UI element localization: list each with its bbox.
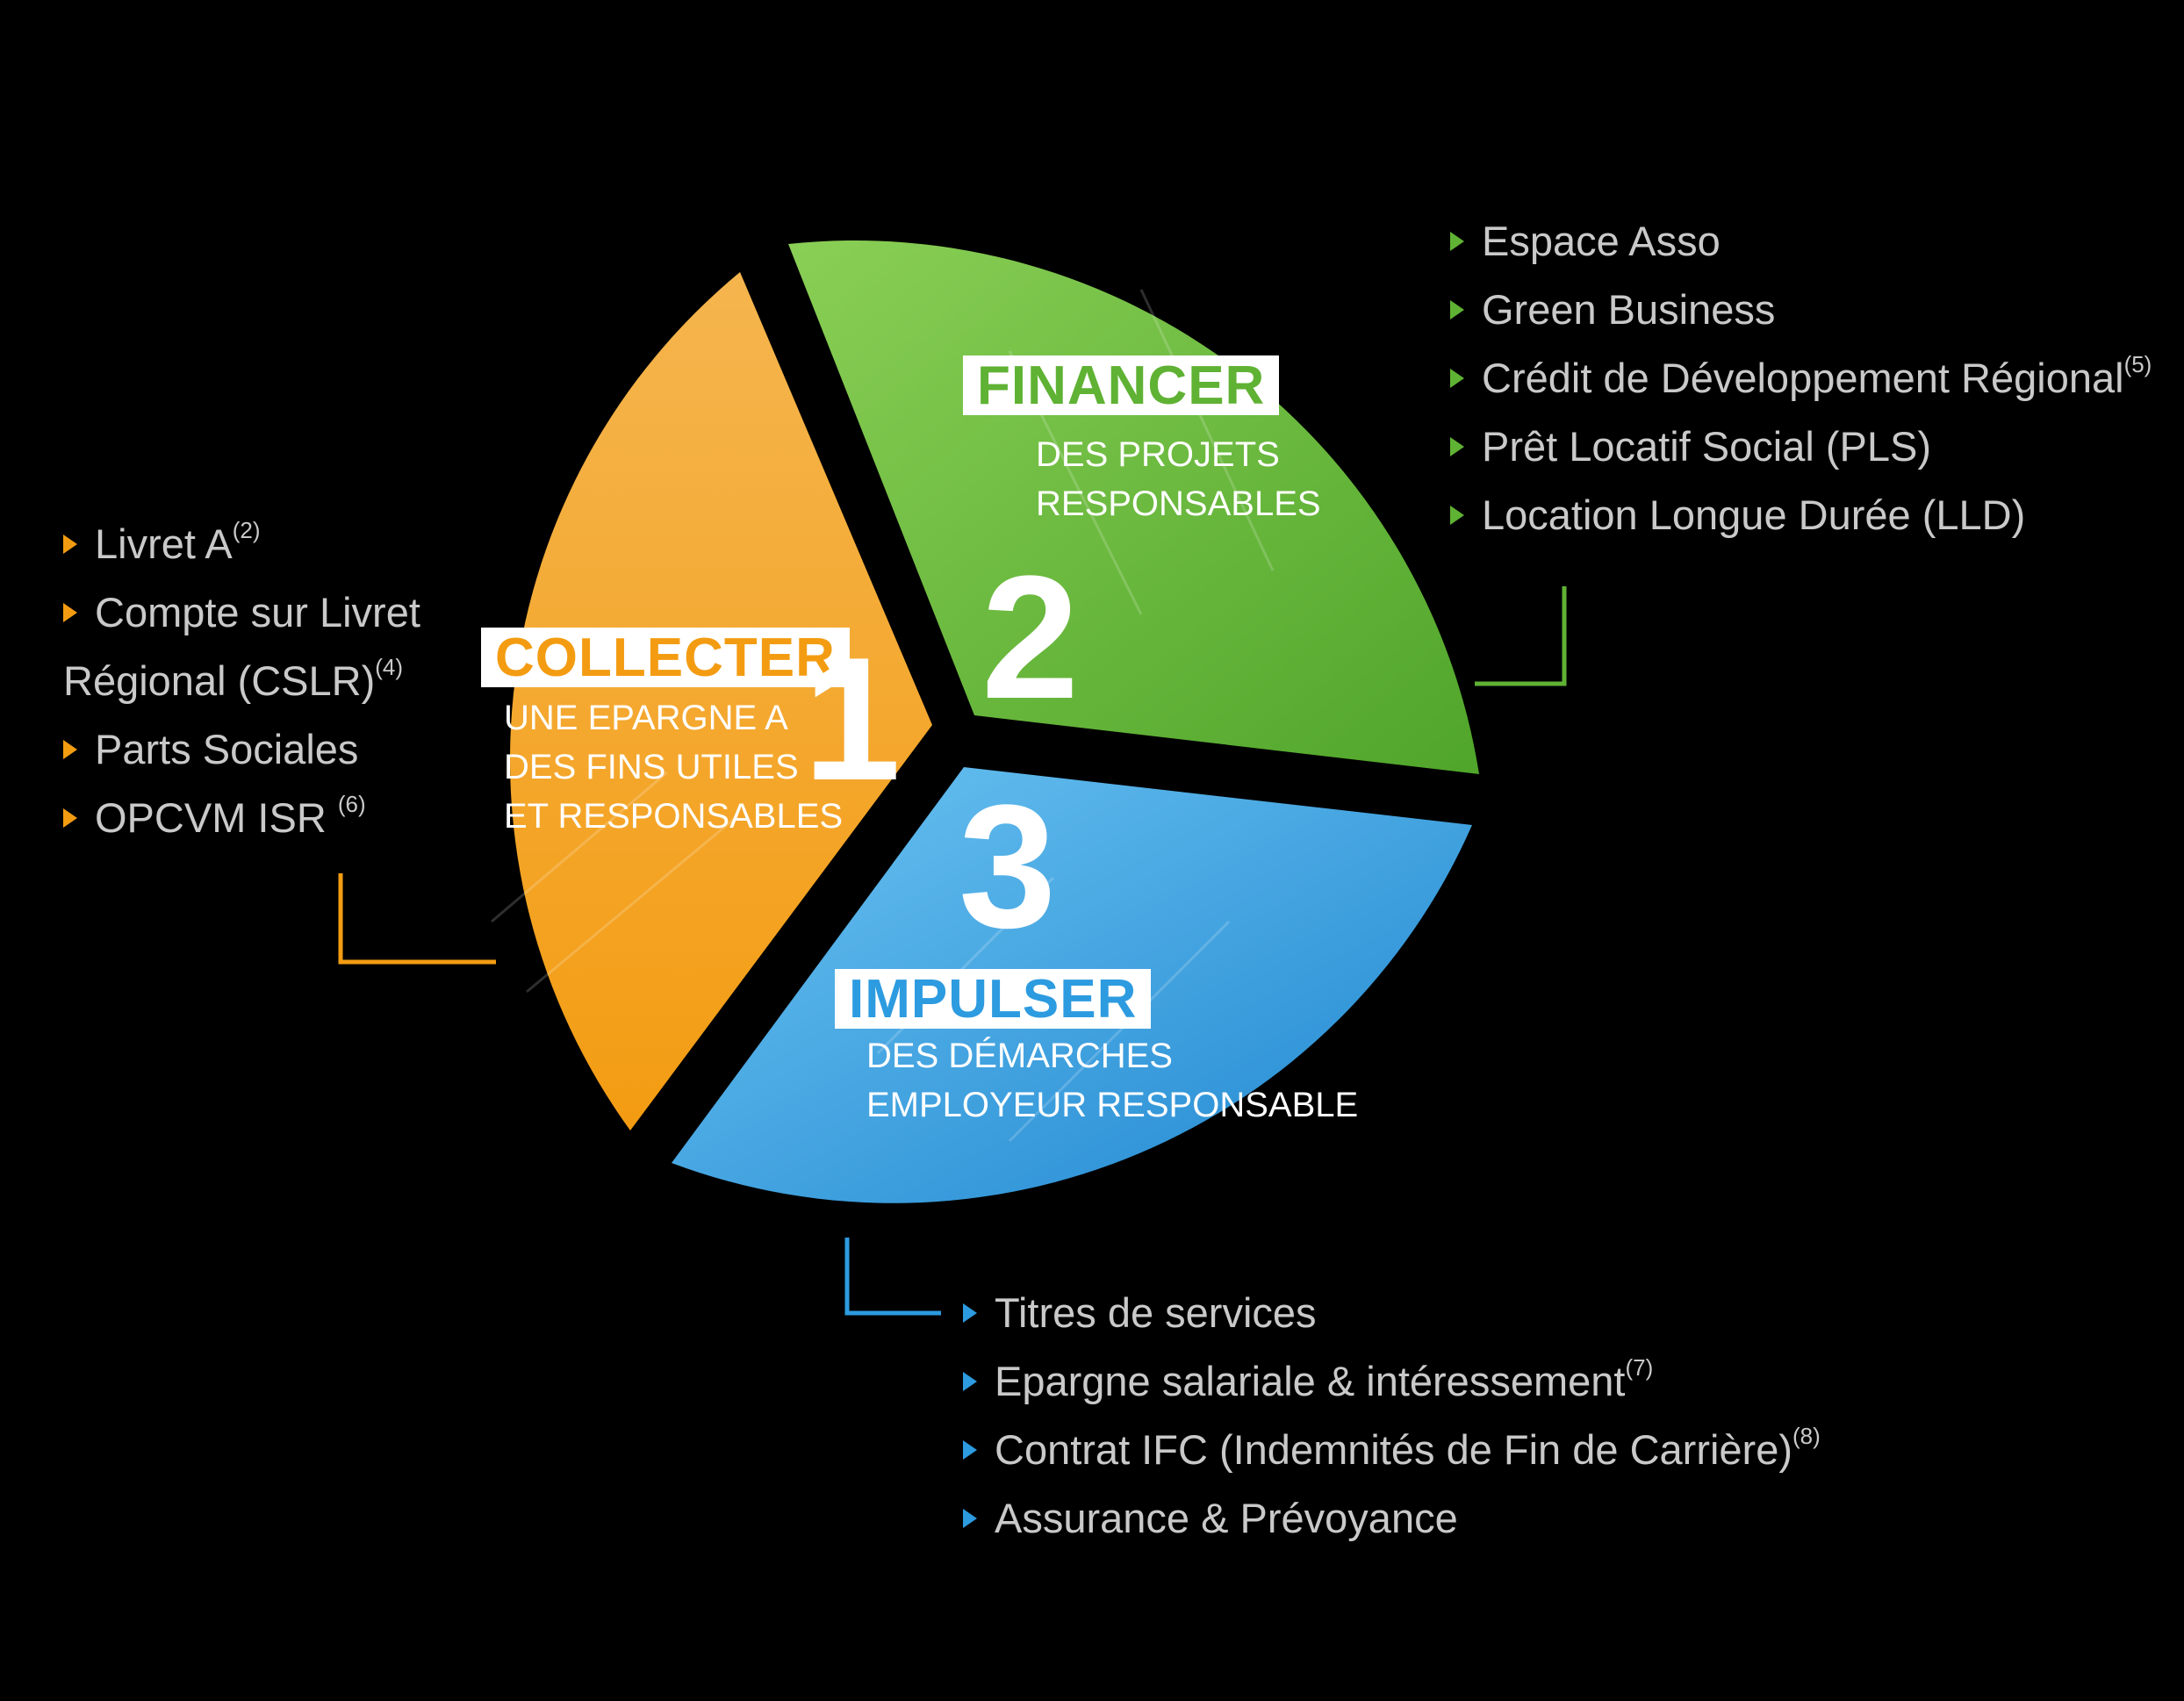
list-item-text: Parts Sociales <box>95 726 359 772</box>
segment-collecter-wedge <box>510 272 932 1130</box>
list-item: Contrat IFC (Indemnités de Fin de Carriè… <box>963 1416 1821 1484</box>
list-item: Green Business <box>1450 276 2152 344</box>
list-item-text: Compte sur Livret <box>95 589 420 635</box>
list-item: Prêt Locatif Social (PLS) <box>1450 413 2152 481</box>
bullet-triangle-icon <box>63 739 77 759</box>
list-item-note: (2) <box>232 517 261 544</box>
collecter-list: Livret A(2) Compte sur Livret Régional (… <box>63 510 420 852</box>
list-item-text: Espace Asso <box>1482 218 1721 264</box>
impulser-subtitle-line: EMPLOYEUR RESPONSABLE <box>866 1086 1359 1124</box>
bullet-triangle-icon <box>1450 231 1464 251</box>
bullet-triangle-icon <box>963 1303 977 1323</box>
list-item-text: Livret A <box>95 520 233 567</box>
bullet-triangle-icon <box>63 534 77 554</box>
bullet-triangle-icon <box>1450 505 1464 525</box>
list-item-text: Epargne salariale & intéressement <box>995 1358 1626 1404</box>
bullet-triangle-icon <box>963 1508 977 1528</box>
list-item-text: Crédit de Développement Régional <box>1482 355 2124 401</box>
list-item: Espace Asso <box>1450 207 2152 276</box>
list-item-text: Green Business <box>1482 286 1776 333</box>
list-item: Crédit de Développement Régional(5) <box>1450 344 2152 413</box>
collecter-number: 1 <box>803 621 902 817</box>
list-item-note: (6) <box>337 791 366 818</box>
collecter-subtitle-line: ET RESPONSABLES <box>504 797 844 836</box>
financer-title: FINANCER <box>963 355 1280 415</box>
connector-financer <box>1475 586 1567 686</box>
bullet-triangle-icon <box>1450 368 1464 388</box>
financer-list: Espace Asso Green Business Crédit de Dév… <box>1450 207 2152 549</box>
list-item: Location Longue Durée (LLD) <box>1450 481 2152 549</box>
impulser-subtitle-line: DES DÉMARCHES <box>866 1037 1173 1075</box>
list-item-text: Prêt Locatif Social (PLS) <box>1482 423 1931 470</box>
list-item: Epargne salariale & intéressement(7) <box>963 1347 1821 1416</box>
impulser-subtitle: DES DÉMARCHES EMPLOYEUR RESPONSABLE <box>866 1031 1358 1130</box>
collecter-title: COLLECTER <box>481 628 850 687</box>
bullet-triangle-icon <box>63 807 77 828</box>
list-item: Livret A(2) <box>63 510 420 578</box>
bullet-triangle-icon <box>63 602 77 622</box>
financer-subtitle-line: RESPONSABLES <box>1036 484 1321 523</box>
connector-collecter <box>338 873 496 965</box>
list-item-note: (7) <box>1625 1354 1654 1382</box>
bullet-triangle-icon <box>963 1371 977 1391</box>
list-item-note: (8) <box>1792 1423 1821 1450</box>
financer-subtitle-line: DES PROJETS <box>1036 435 1280 474</box>
list-item-text: Régional (CSLR) <box>63 657 376 704</box>
list-item-text: OPCVM ISR <box>95 794 338 841</box>
list-item-text: Contrat IFC (Indemnités de Fin de Carriè… <box>995 1426 1792 1473</box>
financer-number: 2 <box>981 540 1080 736</box>
texture-lines <box>491 289 1275 1143</box>
impulser-number: 3 <box>959 769 1057 965</box>
list-item-text: Titres de services <box>995 1289 1317 1336</box>
connector-impulser <box>844 1238 941 1316</box>
bullet-triangle-icon <box>1450 299 1464 319</box>
impulser-title: IMPULSER <box>835 969 1152 1029</box>
list-item: Compte sur Livret Régional (CSLR)(4) <box>63 578 420 715</box>
list-item: OPCVM ISR (6) <box>63 784 420 852</box>
list-item: Parts Sociales <box>63 715 420 784</box>
collecter-subtitle: UNE EPARGNE A DES FINS UTILES ET RESPONS… <box>504 693 843 841</box>
bullet-triangle-icon <box>963 1439 977 1460</box>
list-item: Assurance & Prévoyance <box>963 1484 1821 1553</box>
list-item-text: Assurance & Prévoyance <box>995 1495 1458 1541</box>
bullet-triangle-icon <box>1450 436 1464 456</box>
segment-financer-wedge <box>788 240 1479 775</box>
impulser-list: Titres de services Epargne salariale & i… <box>963 1279 1821 1553</box>
collecter-subtitle-line: UNE EPARGNE A <box>504 699 788 737</box>
list-item-text: Location Longue Durée (LLD) <box>1482 492 2026 538</box>
list-item-note: (4) <box>375 654 404 681</box>
list-item-note: (5) <box>2123 351 2152 378</box>
list-item: Titres de services <box>963 1279 1821 1347</box>
financer-subtitle: DES PROJETS RESPONSABLES <box>1036 430 1321 528</box>
collecter-subtitle-line: DES FINS UTILES <box>504 748 799 786</box>
